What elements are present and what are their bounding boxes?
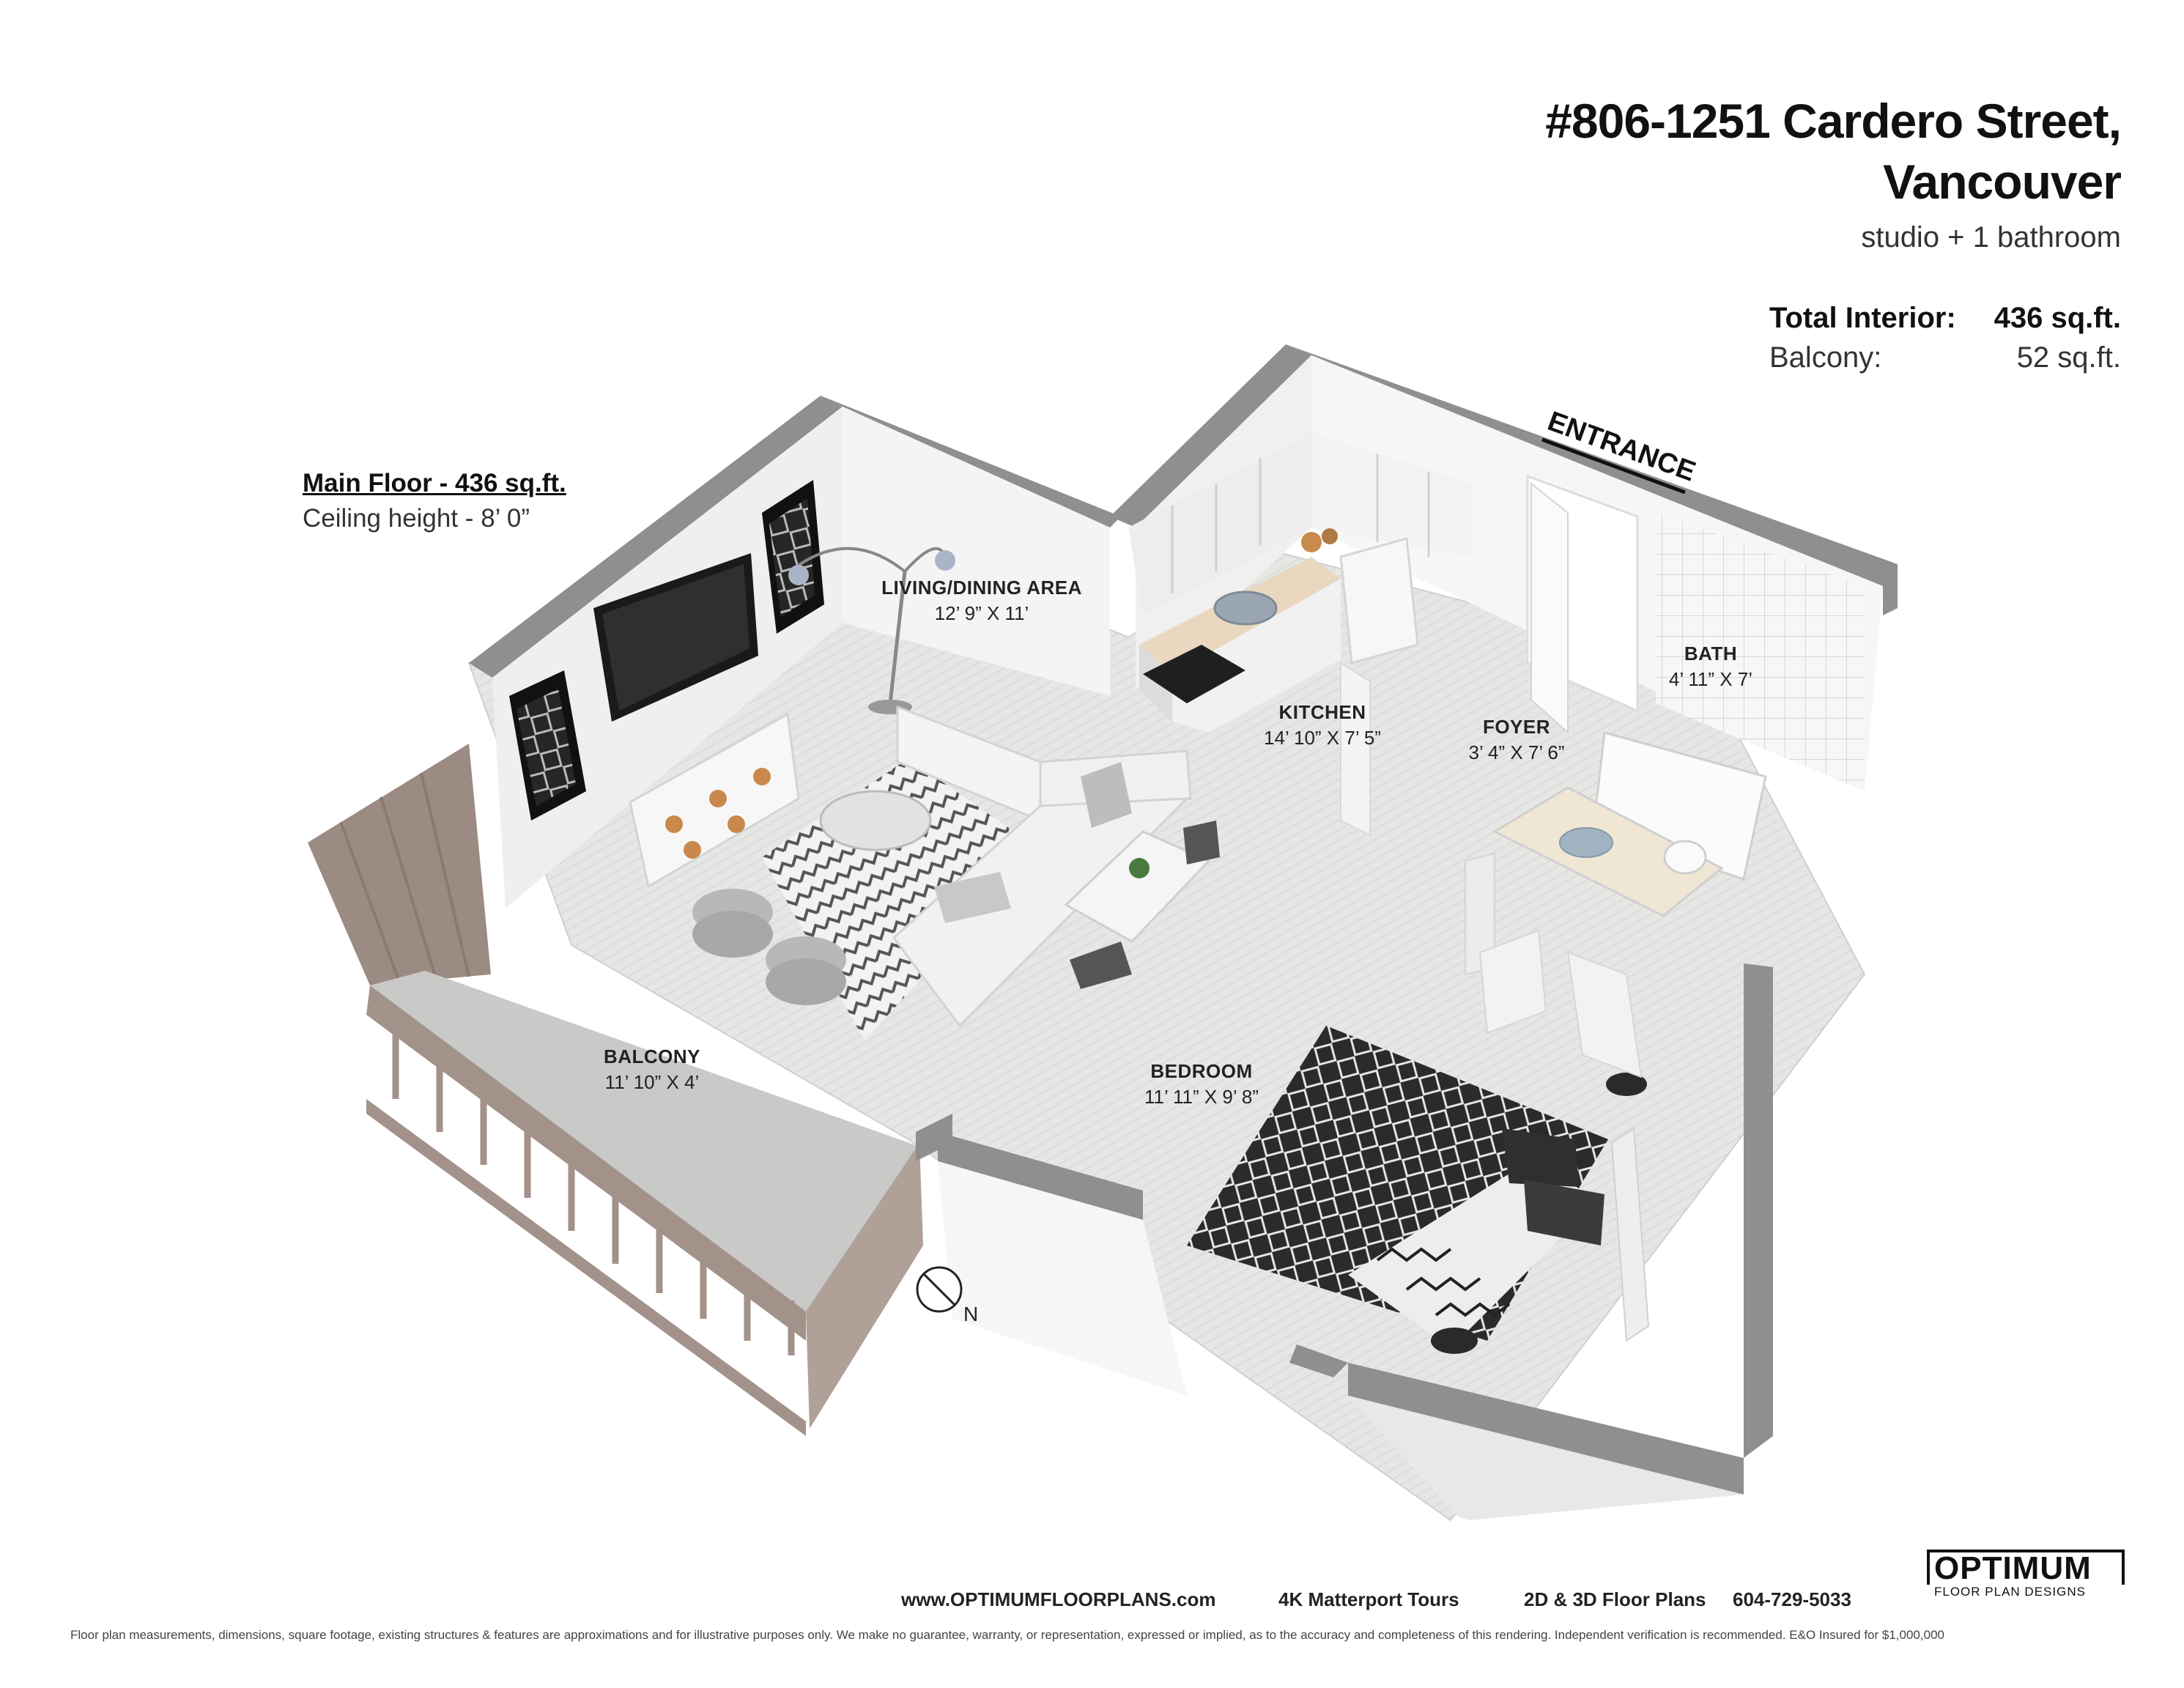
footer-phone: 604-729-5033 xyxy=(1733,1588,1851,1610)
toilet xyxy=(1663,840,1707,875)
bath-fixtures xyxy=(1465,731,1767,976)
room-size: 11’ 10” X 4’ xyxy=(604,1071,700,1094)
total-interior-row: Total Interior: 436 sq.ft. xyxy=(1769,302,2121,335)
bedroom-front-wall-face xyxy=(1348,1396,1744,1520)
tv-wall xyxy=(509,480,955,889)
room-label-bath: BATH 4’ 11” X 7’ xyxy=(1648,641,1773,692)
wall-cap-west xyxy=(469,396,843,678)
room-size: 14’ 10” X 7’ 5” xyxy=(1264,727,1381,749)
room-name: BEDROOM xyxy=(1150,1060,1253,1082)
address-line-2: Vancouver xyxy=(1883,155,2122,209)
wall-cap-east xyxy=(1744,963,1773,1458)
room-size: 4’ 11” X 7’ xyxy=(1668,668,1753,691)
optimum-logo: OPTIMUM FLOOR PLAN DESIGNS xyxy=(1927,1550,2125,1602)
compass: N xyxy=(916,1266,978,1325)
closet-door xyxy=(1566,951,1643,1078)
kitchen xyxy=(1128,432,1473,837)
nightstand xyxy=(1606,1073,1647,1096)
logo-wordmark: OPTIMUM xyxy=(1927,1550,2125,1585)
room-name: BATH xyxy=(1684,643,1738,665)
room-name: BALCONY xyxy=(603,1045,701,1067)
room-label-balcony: BALCONY 11’ 10” X 4’ xyxy=(571,1044,733,1095)
room-size: 12’ 9” X 11’ xyxy=(934,602,1029,625)
balcony-row: Balcony: 52 sq.ft. xyxy=(1769,341,2121,374)
nightstand xyxy=(1431,1328,1478,1354)
kitchen-sink xyxy=(1213,591,1278,626)
outer-walls xyxy=(469,344,1898,1458)
room-name: LIVING/DINING AREA xyxy=(881,577,1082,599)
plant xyxy=(1129,858,1150,878)
logo-tagline: FLOOR PLAN DESIGNS xyxy=(1934,1585,2086,1599)
room-size: 11’ 11” X 9’ 8” xyxy=(1144,1086,1259,1108)
room-label-kitchen: KITCHEN 14’ 10” X 7’ 5” xyxy=(1231,700,1414,751)
footer-service-plans: 2D & 3D Floor Plans xyxy=(1524,1588,1706,1610)
unit-type: studio + 1 bathroom xyxy=(1861,221,2121,253)
cooktop xyxy=(1143,645,1245,703)
room-label-bedroom: BEDROOM 11’ 11” X 9’ 8” xyxy=(1114,1059,1289,1110)
balcony-rail-bottom xyxy=(366,1099,806,1436)
room-name: KITCHEN xyxy=(1278,701,1366,723)
kitchen-half-wall xyxy=(1340,662,1371,837)
room-name: FOYER xyxy=(1482,716,1551,738)
bed-pillow xyxy=(1502,1128,1579,1187)
wall-face-north-living xyxy=(843,407,1110,696)
headboard xyxy=(1610,1127,1650,1342)
balcony-privacy-screen xyxy=(308,744,491,985)
wall-cap-north-living xyxy=(821,396,1121,528)
address-line-1: #806-1251 Cardero Street, xyxy=(1545,94,2122,148)
dining-table xyxy=(1064,830,1211,943)
room-size: 3’ 4” X 7’ 6” xyxy=(1468,741,1565,764)
main-floor-title: Main Floor - 436 sq.ft. xyxy=(303,469,566,497)
footer-website[interactable]: www.OPTIMUMFLOORPLANS.com xyxy=(901,1588,1216,1610)
balcony-rail-side xyxy=(806,1143,923,1429)
fridge xyxy=(1339,537,1419,665)
bath-tile-wall xyxy=(1656,513,1865,791)
balcony-rail-spindles xyxy=(392,1011,795,1355)
room-label-foyer: FOYER 3’ 4” X 7’ 6” xyxy=(1436,714,1597,766)
entrance-door xyxy=(1526,474,1639,735)
lower-walls xyxy=(916,1114,1744,1495)
bedroom-wall-face xyxy=(938,1161,1187,1396)
closet-door xyxy=(1478,929,1547,1034)
total-interior-label: Total Interior: xyxy=(1769,302,1956,334)
balcony xyxy=(308,744,923,1436)
living-furniture xyxy=(692,705,1220,1040)
wall-cap-kitchen-west xyxy=(1110,344,1311,528)
wall-cap-north xyxy=(1286,344,1898,586)
room-label-living: LIVING/DINING AREA 12’ 9” X 11’ xyxy=(861,575,1103,626)
dining-chair xyxy=(1183,821,1220,865)
balcony-screen-slats xyxy=(339,772,470,982)
coffee-table xyxy=(819,790,932,851)
balcony-rail-front xyxy=(366,985,806,1341)
vanity xyxy=(1492,786,1724,917)
bedroom-wall-cap xyxy=(938,1132,1143,1220)
total-interior-value: 436 sq.ft. xyxy=(1994,302,2121,334)
balcony-value: 52 sq.ft. xyxy=(2016,341,2121,374)
balcony-floor xyxy=(370,971,919,1311)
bath-sink xyxy=(1559,827,1613,858)
compass-north-label: N xyxy=(963,1303,978,1325)
dining-chair xyxy=(1070,941,1132,989)
wall-cap-ne xyxy=(1883,564,1898,615)
canister xyxy=(1301,532,1322,552)
floor-lamp xyxy=(888,571,907,704)
footer-disclaimer: Floor plan measurements, dimensions, squ… xyxy=(70,1628,1944,1642)
footer-service-tours: 4K Matterport Tours xyxy=(1278,1588,1459,1610)
ceiling-height: Ceiling height - 8’ 0” xyxy=(303,504,530,533)
balcony-label: Balcony: xyxy=(1769,341,1882,374)
sofa-pillow xyxy=(1081,762,1132,828)
bedroom xyxy=(938,929,1650,1396)
